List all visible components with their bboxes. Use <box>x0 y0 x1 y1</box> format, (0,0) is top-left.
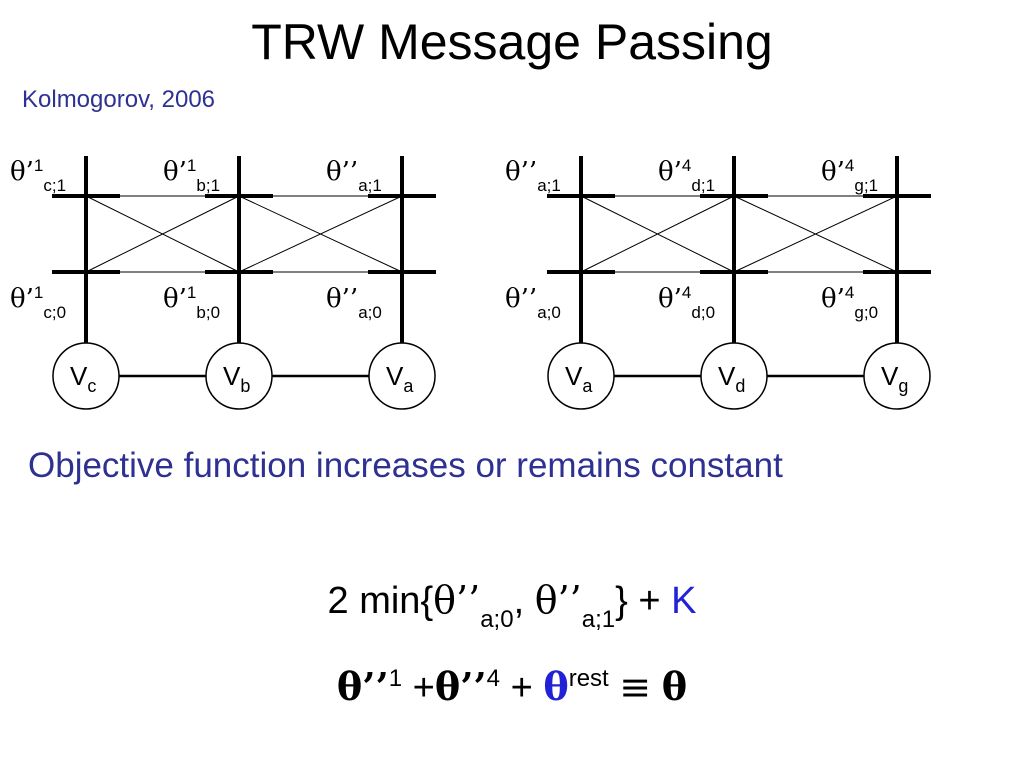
node-label: Va <box>386 361 414 396</box>
superscript: 4 <box>486 665 501 692</box>
label-subscript: a;0 <box>358 303 382 322</box>
equivalence-sign: ≡ <box>619 665 652 709</box>
theta-symbol: θ’’ <box>433 578 481 622</box>
node-subscript: c <box>87 376 96 396</box>
theta-symbol: θ <box>543 664 569 709</box>
unary-label-bottom: θ’1b;0 <box>163 283 220 322</box>
theta-symbol: θ’’ <box>505 157 537 187</box>
pairwise-edge <box>238 195 403 273</box>
label-superscript: 1 <box>187 283 196 302</box>
comma: , <box>513 580 525 622</box>
unary-label-bottom: θ’’a;0 <box>505 284 561 322</box>
formula-reparam-sum: θ’’1 +θ’’4 + θrest ≡ θ <box>0 664 1024 710</box>
node-subscript: g <box>898 376 908 396</box>
node-subscript: d <box>735 376 745 396</box>
citation: Kolmogorov, 2006 <box>22 86 216 113</box>
variable-node <box>700 342 768 410</box>
node-subscript: b <box>240 376 250 396</box>
superscript: 1 <box>388 665 403 692</box>
theta-symbol: θ’’ <box>326 284 358 314</box>
label-superscript: 4 <box>682 283 691 302</box>
node-main: V <box>565 361 583 391</box>
node-label: Vb <box>223 361 250 396</box>
label-superscript: 1 <box>187 156 196 175</box>
objective-statement: Objective function increases or remains … <box>28 446 783 485</box>
theta-symbol: θ’ <box>10 157 34 187</box>
label-superscript: 4 <box>845 156 854 175</box>
subscript: a;0 <box>480 606 514 633</box>
theta-symbol: θ’ <box>658 157 682 187</box>
theta-symbol: θ’ <box>10 284 34 314</box>
variable-node <box>368 342 436 410</box>
unary-label-bottom: θ’1c;0 <box>10 283 66 322</box>
unary-label-top: θ’1c;1 <box>10 156 66 195</box>
subscript: a;1 <box>581 606 616 633</box>
theta-symbol: θ’’ <box>336 664 389 709</box>
label-superscript: 1 <box>34 283 43 302</box>
variable-node <box>863 342 931 410</box>
theta-symbol: θ’ <box>658 284 682 314</box>
theta-symbol: θ’ <box>163 157 187 187</box>
unary-label-top: θ’’a;1 <box>326 157 382 195</box>
node-label: Vc <box>70 361 96 396</box>
theta-symbol: θ’’ <box>505 284 537 314</box>
formula-suffix: } + <box>615 580 661 622</box>
label-superscript: 4 <box>682 156 691 175</box>
theta-symbol: θ’ <box>163 284 187 314</box>
label-subscript: b;0 <box>196 303 220 322</box>
theta-symbol: θ’’ <box>434 664 487 709</box>
node-label: Vg <box>881 361 908 396</box>
label-subscript: b;1 <box>196 176 220 195</box>
unary-label-top: θ’4g;1 <box>821 156 878 195</box>
label-subscript: a;1 <box>358 176 382 195</box>
node-main: V <box>386 361 404 391</box>
unary-label-bottom: θ’4d;0 <box>658 283 715 322</box>
theta-symbol: θ’ <box>821 157 845 187</box>
pairwise-edge <box>580 195 735 273</box>
label-subscript: c;1 <box>43 176 66 195</box>
variable-node <box>52 342 120 410</box>
variable-node <box>547 342 615 410</box>
node-main: V <box>881 361 899 391</box>
unary-label-bottom: θ’4g;0 <box>821 283 878 322</box>
node-label: Vd <box>718 361 745 396</box>
label-subscript: d;1 <box>691 176 715 195</box>
unary-label-bottom: θ’’a;0 <box>326 284 382 322</box>
theta-symbol: θ <box>661 664 688 709</box>
label-subscript: c;0 <box>43 303 66 322</box>
node-subscript: a <box>403 376 414 396</box>
page-title: TRW Message Passing <box>251 14 773 70</box>
superscript: rest <box>568 665 609 692</box>
node-label: Va <box>565 361 593 396</box>
node-subscript: a <box>582 376 593 396</box>
pairwise-edge <box>733 195 898 273</box>
node-main: V <box>223 361 241 391</box>
unary-label-top: θ’4d;1 <box>658 156 715 195</box>
label-subscript: g;0 <box>854 303 878 322</box>
constant-k: K <box>671 580 697 622</box>
theta-symbol: θ’ <box>821 284 845 314</box>
formula-min-bound: 2 min{θ’’a;0, θ’’a;1} + K <box>0 578 1024 634</box>
pairwise-edge <box>85 195 240 273</box>
unary-label-top: θ’’a;1 <box>505 157 561 195</box>
label-subscript: a;1 <box>537 176 561 195</box>
plus-sign: + <box>412 667 435 709</box>
label-superscript: 1 <box>34 156 43 175</box>
label-subscript: g;1 <box>854 176 878 195</box>
plus-sign: + <box>510 667 533 709</box>
label-superscript: 4 <box>845 283 854 302</box>
node-main: V <box>70 361 88 391</box>
formula-prefix: 2 min{ <box>327 580 434 622</box>
label-subscript: d;0 <box>691 303 715 322</box>
label-subscript: a;0 <box>537 303 561 322</box>
variable-node <box>205 342 273 410</box>
unary-label-top: θ’1b;1 <box>163 156 220 195</box>
theta-symbol: θ’’ <box>534 578 582 622</box>
node-main: V <box>718 361 736 391</box>
theta-symbol: θ’’ <box>326 157 358 187</box>
